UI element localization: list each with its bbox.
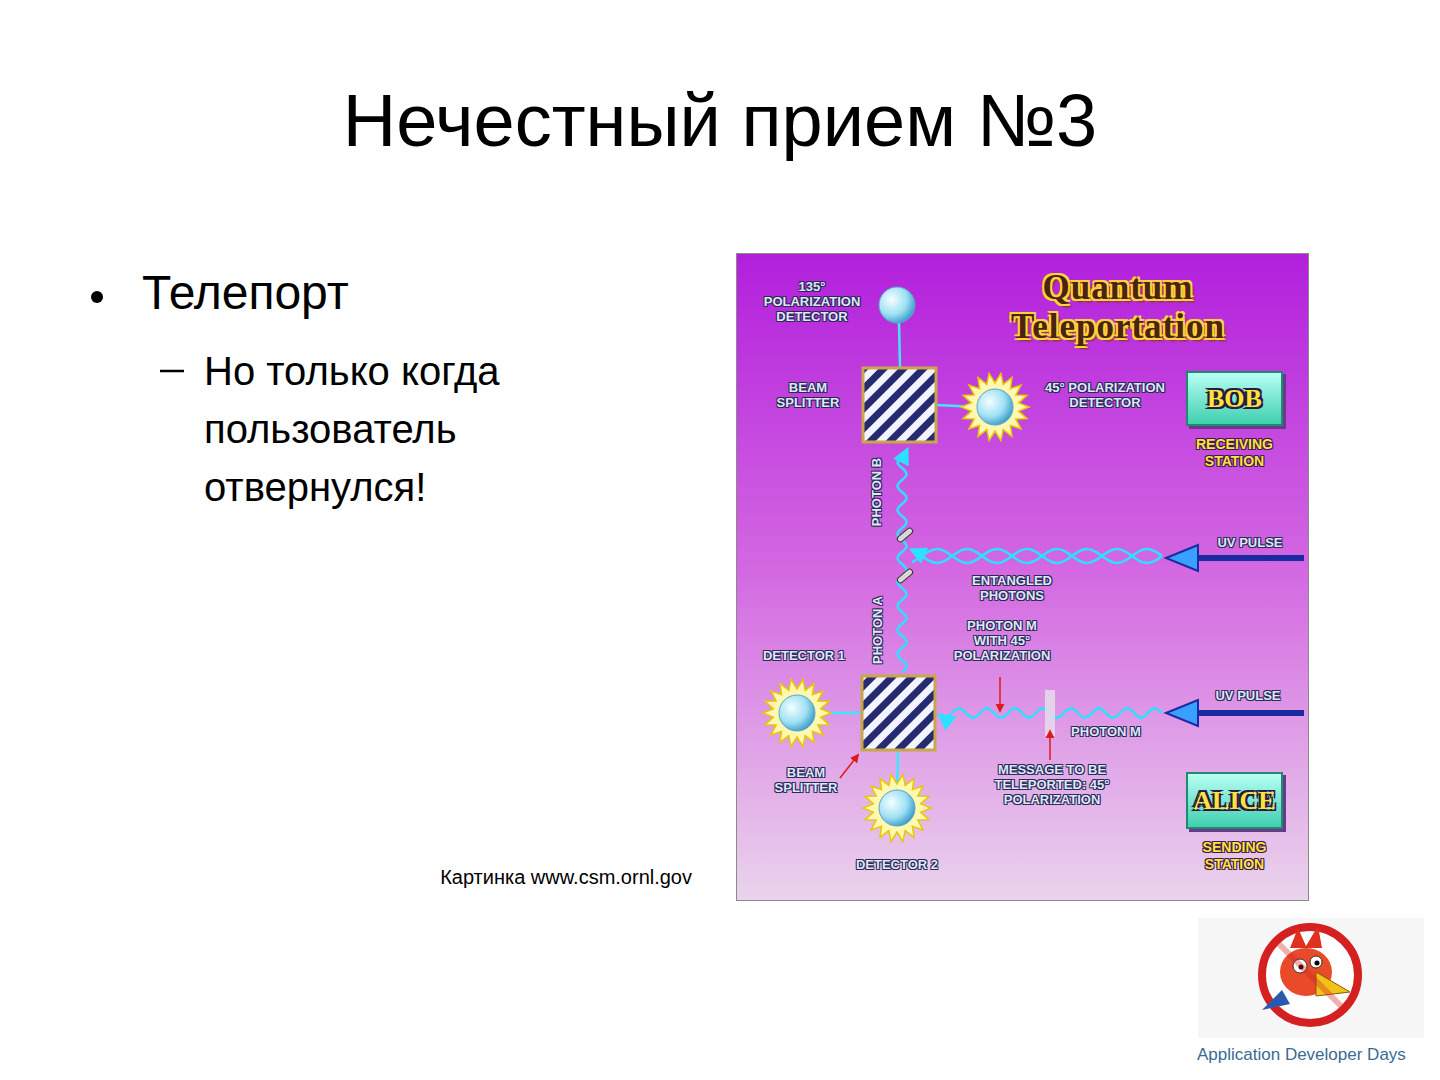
uv-pulse-head [1166,700,1198,726]
detector-sphere [977,389,1013,425]
bullet-text: Но только когда пользователь отвернулся! [204,342,624,516]
station-subtitle: SENDING STATION [1177,839,1293,873]
logo-ring [1262,927,1358,1023]
detector-sphere [879,287,915,323]
diagram-label: PHOTON M [1056,725,1156,740]
photon-mark-body [896,527,914,543]
station-box: ALICESENDING STATION [1186,772,1283,829]
logo-bird-crest [1290,926,1322,948]
logo-slash [1276,941,1344,1009]
station-name: ALICE [1193,786,1275,816]
beam-splitter [862,676,935,750]
photon-mark-body [896,568,914,584]
detector-flash [863,775,931,842]
diagram-label: UV PULSE [1193,689,1303,704]
image-caption: Картинка www.csm.ornl.gov [372,866,692,889]
diagram-label: PHOTON M WITH 45° POLARIZATION [950,619,1054,664]
entangled-wave [912,549,1162,563]
detector-flash [763,680,831,747]
pointer-arrow [999,677,1001,711]
event-logo [1198,918,1424,1038]
pointer-arrow [840,755,858,778]
bullet-dash [160,370,184,373]
photon-mark [896,568,914,584]
diagram-label: DETECTOR 1 [744,649,864,664]
diagram-label: UV PULSE [1195,536,1305,551]
diagram-label: 45° POLARIZATION DETECTOR [1040,381,1170,411]
station-subtitle: RECEIVING STATION [1177,436,1293,470]
slide-title: Нечестный прием №3 [0,80,1440,161]
diagram-label: PHOTON A [871,585,886,675]
station-name: BOB [1207,384,1262,414]
uv-pulse-head [1166,545,1198,571]
bullet-dot [91,291,103,303]
image-panel-ground [736,253,1309,901]
photon-mark [896,527,914,543]
station-box: BOBRECEIVING STATION [1186,371,1283,426]
beam-line [899,322,900,368]
polarizer-filter [1045,690,1055,736]
bullet-text: Телепорт [142,265,562,320]
logo-bird-eye [1310,956,1322,968]
diagram-label: 135° POLARIZATION DETECTOR [752,280,872,325]
beam-splitter [863,368,936,442]
diagram-heading: Quantum Teleportation [948,268,1288,346]
diagram-label: ENTANGLED PHOTONS [957,574,1067,604]
entangled-wave [912,549,1162,563]
diagram-label: BEAM SPLITTER [761,766,851,796]
diagram-label: DETECTOR 2 [837,858,957,873]
logo-bird-pupil [1315,961,1320,966]
diagram-label: BEAM SPLITTER [763,381,853,411]
pointer-arrow [1049,731,1051,760]
diagram-label: MESSAGE TO BE TELEPORTED: 45° POLARIZATI… [977,763,1127,808]
detector-flash [961,374,1029,441]
diagram-label: PHOTON B [870,447,885,537]
logo-bird-wing [1262,990,1290,1010]
photon-wave [897,450,907,672]
logo-ground [1198,918,1424,1038]
logo-text: Application Developer Days [1197,1045,1437,1065]
detector-sphere [779,695,815,731]
detector-sphere [879,790,915,826]
